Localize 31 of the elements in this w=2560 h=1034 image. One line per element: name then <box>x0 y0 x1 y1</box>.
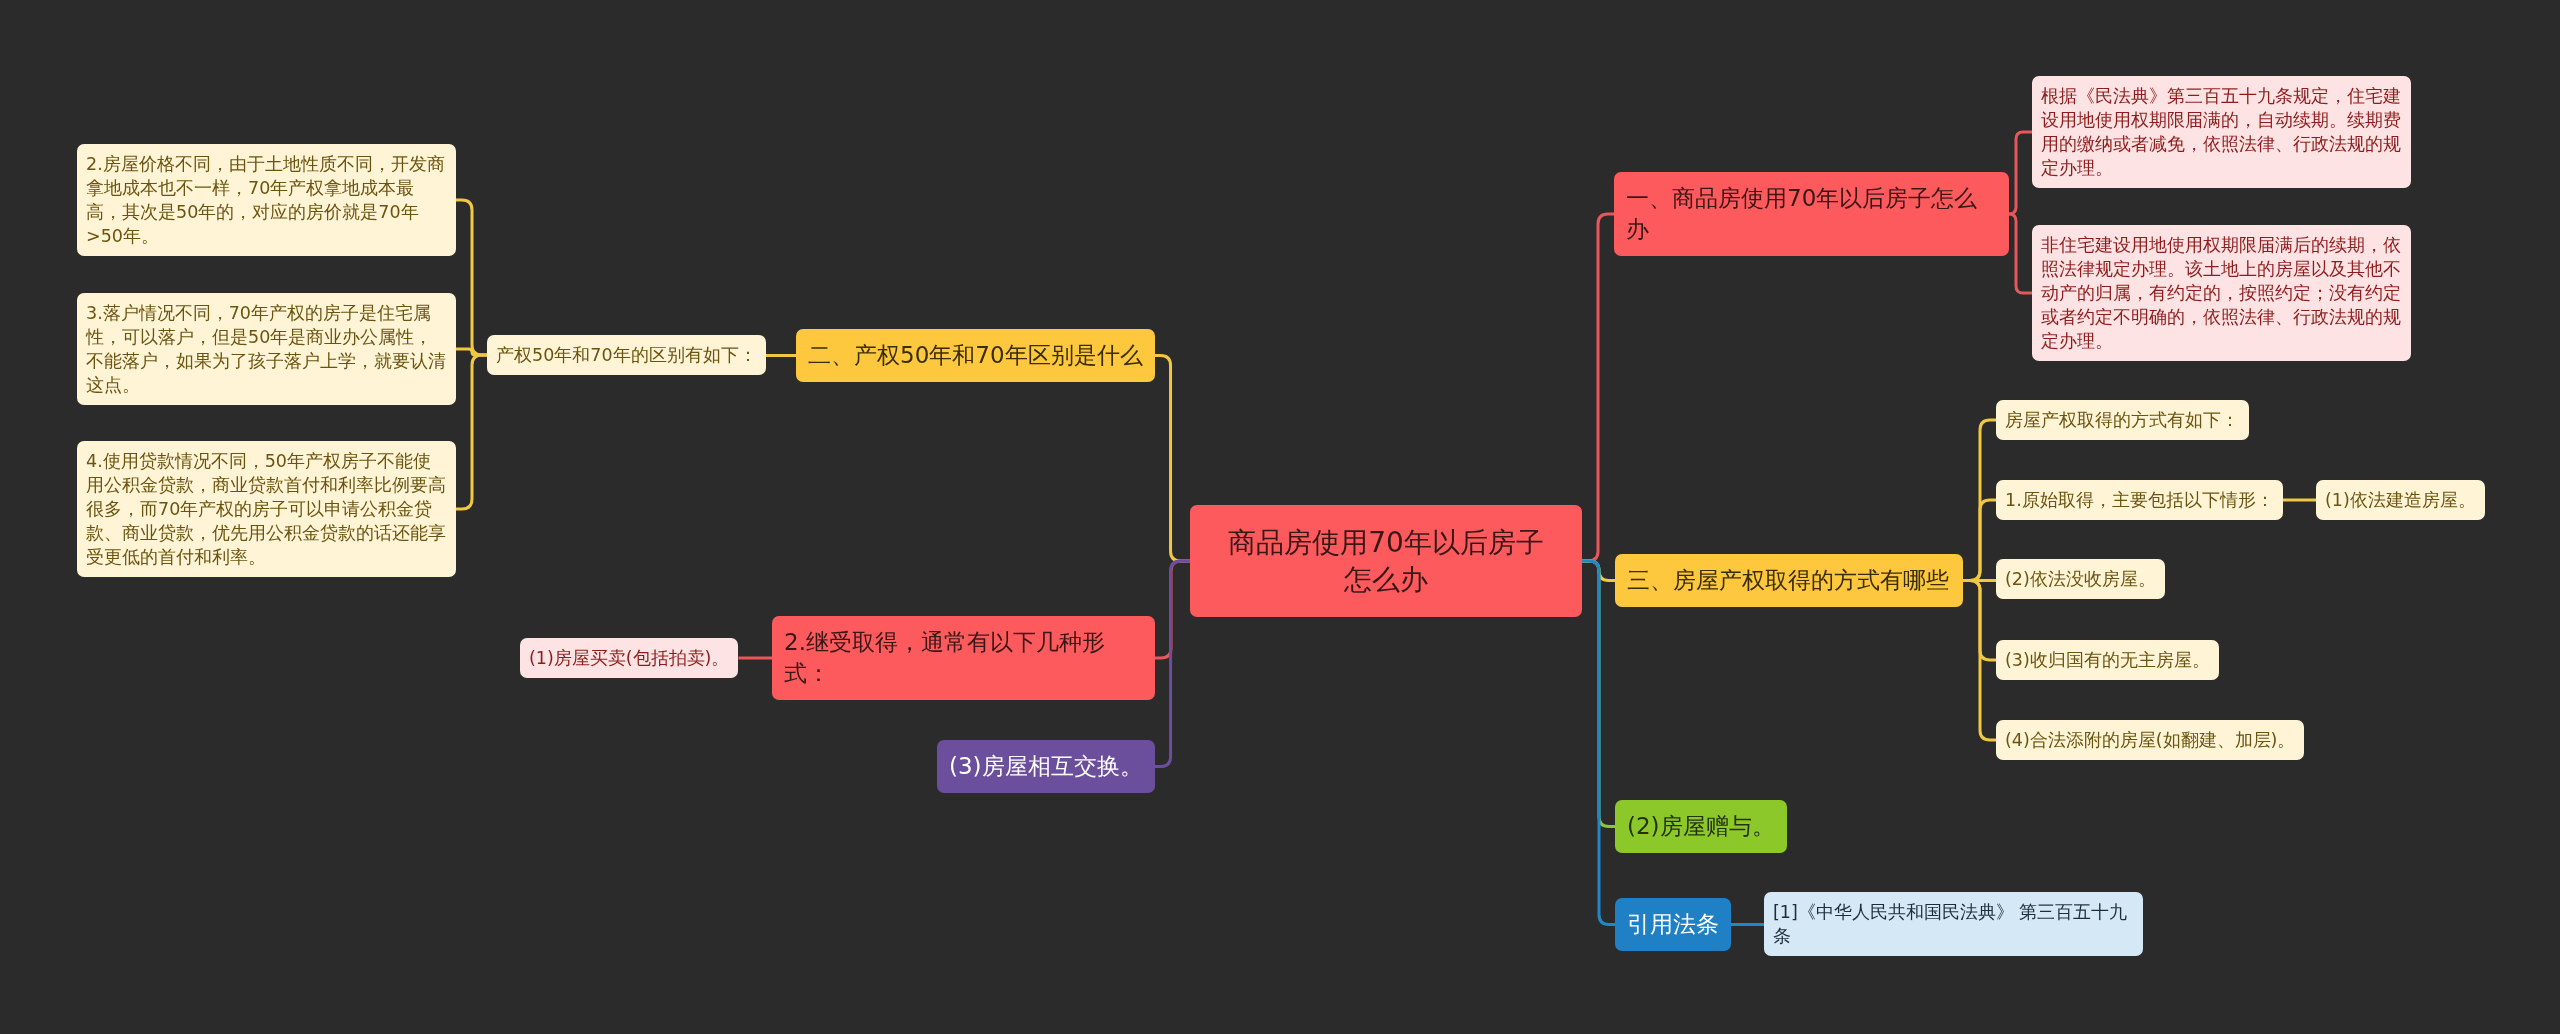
subtopic-box: (1)依法建造房屋。 <box>2316 480 2485 520</box>
subtopic-box: 产权50年和70年的区别有如下： <box>487 335 766 375</box>
subtopic-box: (2)依法没收房屋。 <box>1996 559 2165 599</box>
topic-box: 2.继受取得，通常有以下几种形式： <box>772 616 1155 700</box>
subtopic-box: 1.原始取得，主要包括以下情形： <box>1996 480 2283 520</box>
connector-line <box>2007 130 2032 216</box>
topic-box: (3)房屋相互交换。 <box>937 740 1155 793</box>
subtopic-box: (1)房屋买卖(包括拍卖)。 <box>520 638 739 678</box>
central-topic-box: 商品房使用70年以后房子怎么办 <box>1190 505 1582 617</box>
subtopic-box: 2.房屋价格不同，由于土地性质不同，开发商拿地成本也不一样，70年产权拿地成本最高，其次是50年的，对应的房价就是70年>50年。 <box>77 144 456 256</box>
subtopic-box: 3.落户情况不同，70年产权的房子是住宅属性，可以落户，但是50年是商业办公属性，不能落户，如果为了孩子落户上学，就要认清这点。 <box>77 293 456 405</box>
subtopic-box: 非住宅建设用地使用权期限届满后的续期，依照法律规定办理。该土地上的房屋以及其他不动产的归属，有约定的，按照约定；没有约定或者约定不明确的，依照法律、行政法规的规定办理。 <box>2032 225 2411 361</box>
topic-box: 引用法条 <box>1615 898 1731 951</box>
subtopic-box: 4.使用贷款情况不同，50年产权房子不能使用公积金贷款，商业贷款首付和利率比例要高很多，而70年产权的房子可以申请公积金贷款、商业贷款，优先用公积金贷款的话还能享受更低的首付和利率。 <box>77 441 456 577</box>
subtopic-box: 房屋产权取得的方式有如下： <box>1996 400 2249 440</box>
topic-box: 二、产权50年和70年区别是什么 <box>796 329 1155 382</box>
connector-line <box>738 656 772 660</box>
subtopic-box: (4)合法添附的房屋(如翻建、加层)。 <box>1996 720 2305 760</box>
subtopic-box: 根据《民法典》第三百五十九条规定，住宅建设用地使用权期限届满的，自动续期。续期费用的缴纳或者减免，依照法律、行政法规的规定办理。 <box>2032 76 2411 188</box>
topic-box: (2)房屋赠与。 <box>1615 800 1787 853</box>
connector-line <box>2282 498 2316 502</box>
connector-line <box>765 354 796 357</box>
connector-line <box>1582 559 1615 926</box>
connector-line <box>2007 212 2032 295</box>
subtopic-box: (3)收归国有的无主房屋。 <box>1996 640 2219 680</box>
connector-line <box>1731 923 1764 926</box>
topic-box: 三、房屋产权取得的方式有哪些 <box>1615 554 1963 607</box>
topic-box: 一、商品房使用70年以后房子怎么办 <box>1614 172 2009 256</box>
connector-line <box>1963 579 1996 742</box>
connector-line <box>456 353 487 511</box>
subtopic-box: [1]《中华人民共和国民法典》 第三百五十九条 <box>1764 892 2143 956</box>
